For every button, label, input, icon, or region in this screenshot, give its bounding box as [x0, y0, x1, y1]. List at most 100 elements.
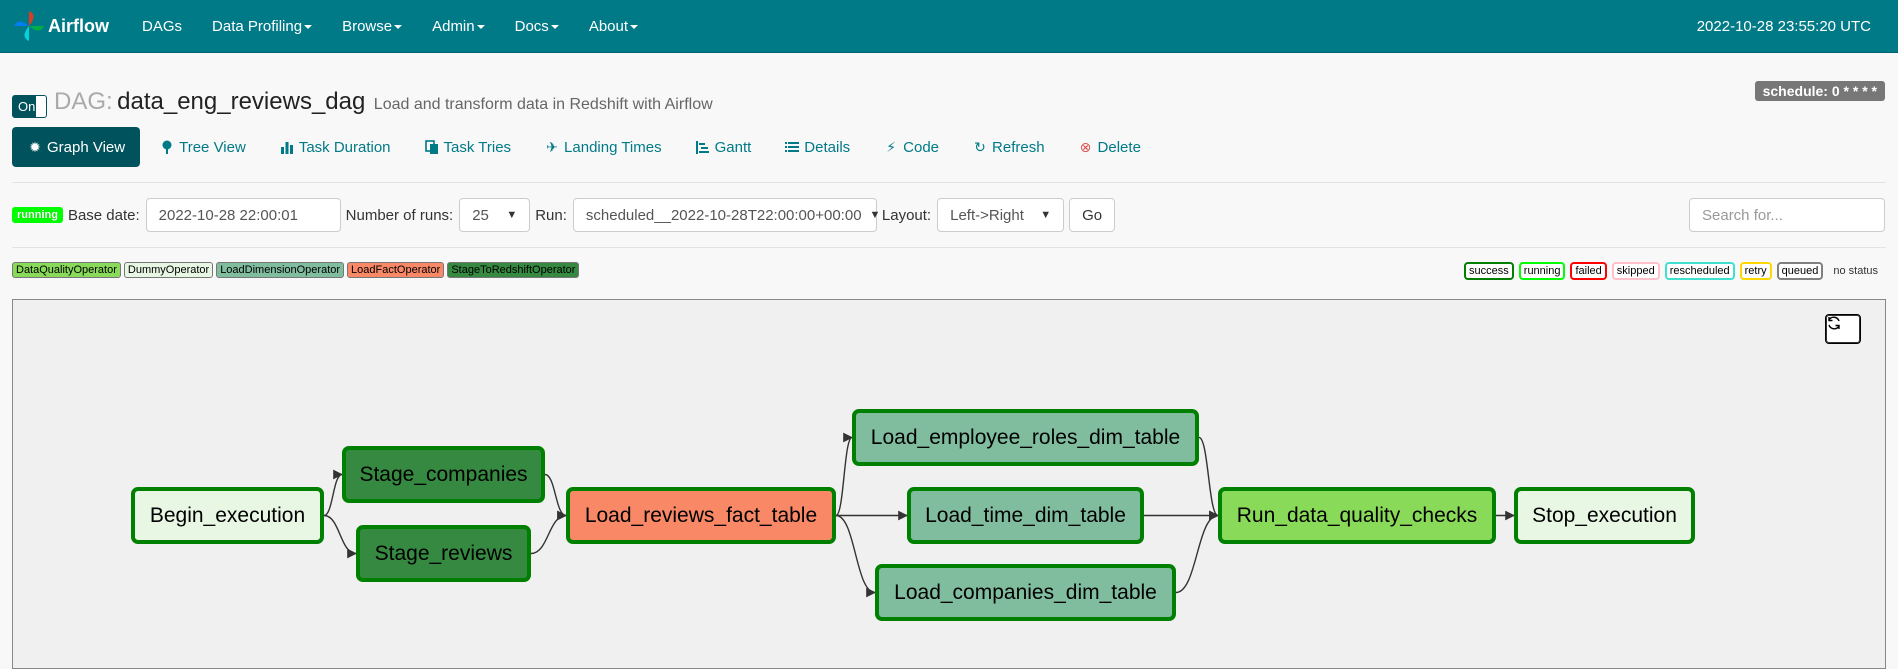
graph-refresh-button[interactable] [1825, 314, 1861, 344]
schedule-badge: schedule: 0 * * * * [1754, 81, 1885, 101]
search-input[interactable]: Search for... [1689, 198, 1885, 232]
legend-operator: StageToRedshiftOperator [447, 262, 580, 278]
legend-operator: DataQualityOperator [12, 262, 121, 278]
tab-task-duration[interactable]: Task Duration [265, 127, 405, 167]
nav-browse-label: Browse [342, 17, 393, 35]
layout-select[interactable]: Left->Right ▼ [937, 198, 1065, 232]
duplicate-icon [424, 139, 440, 155]
num-runs-value: 25 [472, 206, 489, 224]
flash-icon: ⚡ [886, 138, 897, 155]
tab-label: Graph View [47, 138, 126, 156]
legend-state[interactable]: success [1464, 262, 1514, 280]
caret-down-icon [476, 24, 485, 29]
navbar: Airflow DAGs Data Profiling Browse Admin… [0, 0, 1898, 53]
legend-state[interactable]: failed [1570, 262, 1607, 280]
tab-graph-view[interactable]: ✹Graph View [12, 127, 141, 167]
airflow-logo-icon [14, 11, 44, 41]
bar-chart-icon [279, 139, 295, 155]
state-legend: success running failed skipped reschedul… [1459, 262, 1878, 280]
legend-state[interactable]: skipped [1611, 262, 1660, 280]
task-node-load-reviews-fact-table[interactable]: Load_reviews_fact_table [566, 487, 836, 544]
tab-label: Task Duration [298, 138, 391, 156]
dag-pause-toggle[interactable]: On [12, 95, 47, 118]
brand[interactable]: Airflow [12, 9, 130, 43]
dag-state-badge: running [12, 207, 63, 223]
tab-delete[interactable]: ⊗Delete [1064, 127, 1155, 167]
caret-down-icon [550, 24, 559, 29]
legend-operator: LoadDimensionOperator [216, 262, 345, 278]
nav-admin-label: Admin [432, 17, 475, 35]
tab-task-tries[interactable]: Task Tries [410, 127, 526, 167]
nav-dags-label: DAGs [142, 17, 183, 35]
nav-browse[interactable]: Browse [342, 17, 403, 35]
base-date-input[interactable]: 2022-10-28 22:00:01 [145, 198, 341, 232]
task-node-load-time-dim-table[interactable]: Load_time_dim_table [907, 487, 1144, 544]
refresh-icon [1828, 316, 1840, 330]
caret-down-icon [630, 24, 639, 29]
tab-label: Landing Times [564, 138, 662, 156]
task-node-stage-reviews[interactable]: Stage_reviews [356, 525, 531, 582]
tab-gantt[interactable]: Gantt [681, 127, 766, 167]
tab-refresh[interactable]: ↻ Refresh [958, 127, 1059, 167]
task-node-load-employee-roles-dim-table[interactable]: Load_employee_roles_dim_table [852, 409, 1199, 466]
go-button[interactable]: Go [1069, 198, 1116, 232]
tab-label: Gantt [714, 138, 752, 156]
nav-data-profiling-label: Data Profiling [212, 17, 303, 35]
tab-details[interactable]: Details [770, 127, 864, 167]
toggle-label: On [18, 99, 36, 114]
nav-admin[interactable]: Admin [432, 18, 485, 35]
nav-docs[interactable]: Docs [515, 18, 559, 35]
dag-graph[interactable]: Begin_execution Stage_companies Stage_re… [12, 299, 1886, 669]
tab-label: Task Tries [443, 138, 512, 156]
task-node-load-companies-dim-table[interactable]: Load_companies_dim_table [875, 564, 1176, 621]
graph-edge [835, 514, 876, 598]
graph-edge [1198, 436, 1219, 521]
refresh-icon: ↻ [974, 138, 986, 155]
utc-clock: 2022-10-28 23:55:20 UTC [1696, 18, 1871, 35]
nav-about[interactable]: About [588, 17, 639, 35]
toggle-knob [36, 96, 46, 117]
task-node-run-data-quality-checks[interactable]: Run_data_quality_checks [1218, 487, 1496, 544]
legend-operator: DummyOperator [123, 262, 214, 278]
nav-data-profiling[interactable]: Data Profiling [212, 17, 313, 35]
layout-value: Left->Right [950, 206, 1024, 224]
operator-legend: DataQualityOperator DummyOperator LoadDi… [12, 262, 582, 278]
task-node-begin-execution[interactable]: Begin_execution [131, 487, 324, 544]
caret-down-icon [304, 24, 313, 29]
caret-down-icon [394, 24, 403, 29]
remove-circle-icon: ⊗ [1079, 138, 1092, 155]
tab-label: Refresh [992, 138, 1045, 156]
chevron-down-icon: ▼ [869, 209, 881, 221]
legend-state[interactable]: rescheduled [1664, 262, 1735, 280]
gantt-icon [695, 139, 711, 155]
dag-prefix: DAG: [54, 88, 113, 115]
chevron-down-icon: ▼ [1040, 209, 1052, 221]
tree-icon [159, 139, 175, 155]
task-node-stage-companies[interactable]: Stage_companies [342, 446, 545, 503]
nav-dags[interactable]: DAGs [142, 18, 182, 35]
page-title: DAG: data_eng_reviews_dag Load and trans… [54, 88, 713, 116]
graph-edge [530, 510, 567, 555]
legend-state[interactable]: queued [1776, 262, 1824, 280]
num-runs-select[interactable]: 25▼ [459, 198, 531, 232]
legend-state[interactable]: running [1518, 262, 1566, 280]
layout-label: Layout: [881, 206, 932, 224]
tab-landing-times[interactable]: ✈ Landing Times [530, 127, 676, 167]
task-node-stop-execution[interactable]: Stop_execution [1514, 487, 1695, 544]
dag-description: Load and transform data in Redshift with… [373, 96, 713, 113]
dag-id: data_eng_reviews_dag [117, 88, 366, 115]
divider [12, 247, 1886, 248]
nav-docs-label: Docs [514, 17, 549, 35]
tab-tree-view[interactable]: Tree View [145, 127, 260, 167]
graph-edge [544, 473, 567, 521]
list-icon [784, 139, 800, 155]
run-select[interactable]: scheduled__2022-10-28T22:00:00+00:00▼ [572, 198, 880, 232]
tab-code[interactable]: ⚡Code [869, 127, 953, 167]
brand-name: Airflow [48, 15, 109, 36]
graph-edge [323, 469, 343, 517]
run-filter-form: running Base date: 2022-10-28 22:00:01 N… [12, 198, 1116, 232]
plane-icon: ✈ [546, 138, 558, 155]
tab-label: Details [804, 138, 851, 156]
nav-about-label: About [588, 17, 629, 35]
legend-state[interactable]: retry [1739, 262, 1772, 280]
